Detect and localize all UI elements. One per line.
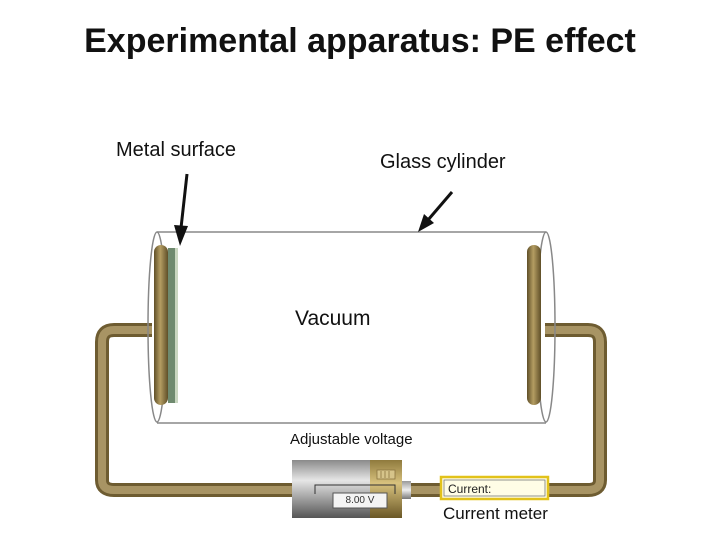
label-glass-cylinder: Glass cylinder (380, 151, 506, 173)
battery-voltage-text: 8.00 V (345, 495, 375, 506)
arrow-icon (418, 191, 454, 232)
metal-surface-plate (168, 248, 176, 403)
voltage-display (332, 492, 388, 509)
current-meter (439, 475, 550, 501)
arrow-icon (174, 173, 189, 246)
label-adjustable-voltage: Adjustable voltage (290, 431, 413, 448)
page-title: Experimental apparatus: PE effect (84, 22, 636, 60)
meter-readout-label: Current: (448, 482, 492, 496)
label-metal-surface: Metal surface (116, 139, 237, 161)
label-vacuum: Vacuum (295, 307, 371, 330)
circuit-wire (95, 323, 607, 497)
battery (292, 460, 411, 518)
right-electrode (527, 245, 541, 405)
left-electrode (154, 245, 178, 405)
label-current-meter: Current meter (443, 504, 548, 523)
